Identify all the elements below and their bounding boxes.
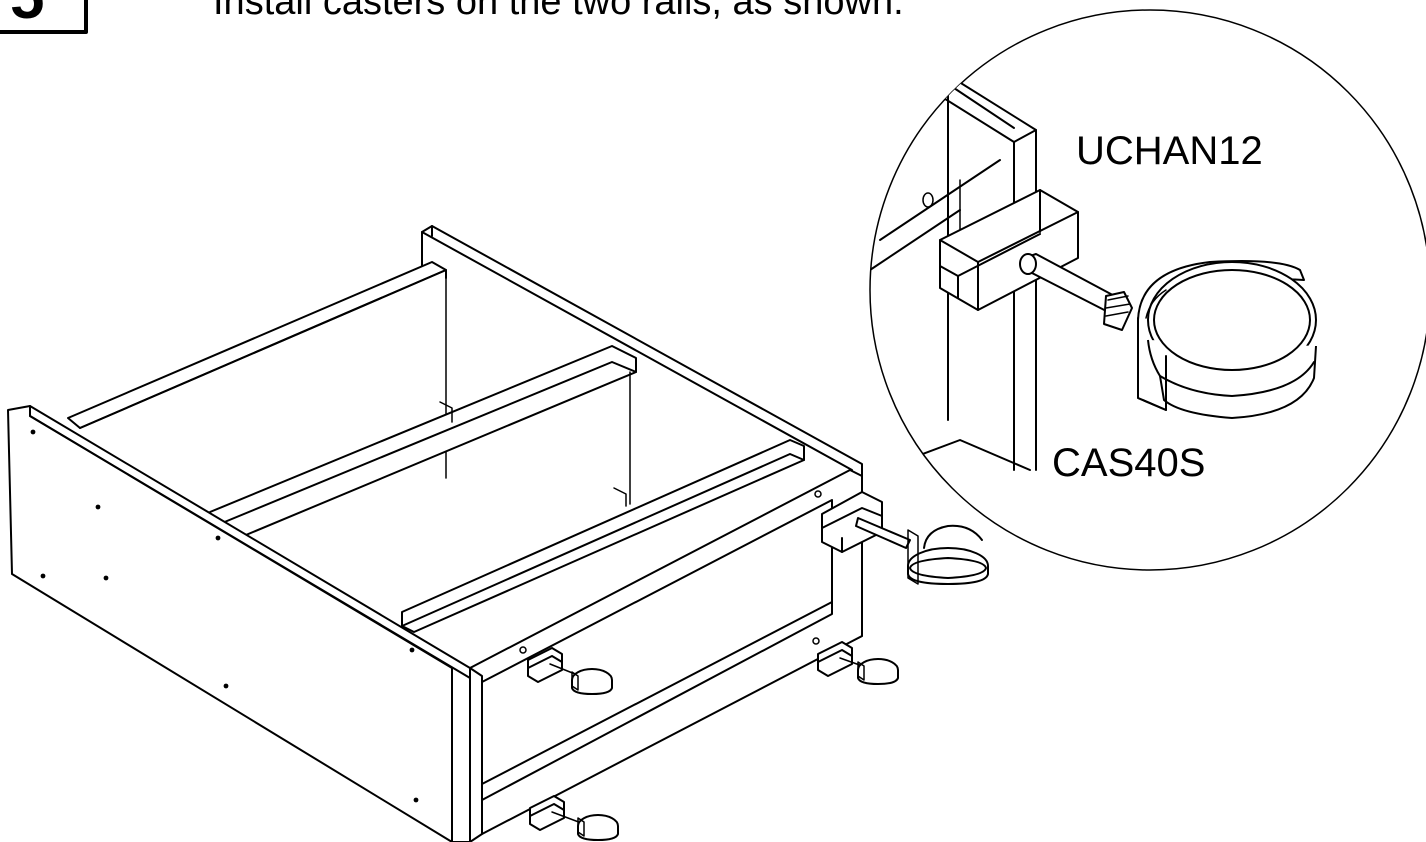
screw-holes (30, 429, 822, 803)
step-number: 5 (10, 0, 44, 32)
detail-callout: UCHAN12 CAS40S (869, 9, 1426, 571)
caster-top-right (821, 491, 989, 585)
caster-stem (1019, 253, 1133, 331)
front-panel (469, 469, 863, 842)
label-cas40s: CAS40S (1052, 441, 1205, 485)
caster-bottom-front (529, 795, 619, 841)
step-number-box (0, 0, 88, 34)
bottom-rail (481, 601, 833, 785)
u-channel-bracket (939, 189, 1079, 311)
label-uchan12: UCHAN12 (1076, 129, 1263, 173)
caster-bottom-right (817, 641, 899, 685)
step-header: 5 Install casters on the two rails, as s… (0, 0, 904, 34)
center-rail (209, 345, 637, 541)
step-instruction: Install casters on the two rails, as sho… (213, 0, 904, 23)
back-top-rail (67, 261, 447, 429)
drawer-frame (7, 225, 863, 842)
caster-wheel (1137, 260, 1317, 419)
caster-center (527, 647, 613, 695)
